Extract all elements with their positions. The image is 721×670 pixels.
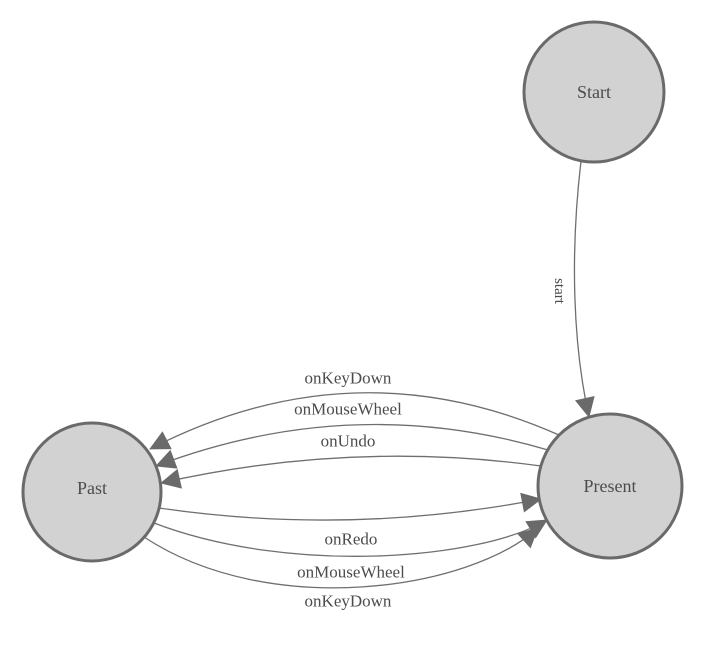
- edge-present-past-onundo[interactable]: [160, 455, 542, 489]
- state-node-start[interactable]: Start: [522, 20, 666, 164]
- edges-layer: [143, 160, 595, 589]
- edge-label-start: start: [551, 278, 567, 305]
- state-circle-past[interactable]: [21, 421, 163, 563]
- nodes-layer: Start Present Past: [21, 20, 684, 563]
- edge-labels-layer: start onKeyDown onMouseWheel onUndo onRe…: [291, 275, 571, 614]
- state-circle-start[interactable]: [522, 20, 666, 164]
- edge-label-onmousewheel-bottom: onMouseWheel: [297, 563, 405, 582]
- state-circle-present[interactable]: [536, 412, 684, 560]
- state-label-past: Past: [77, 478, 107, 498]
- edge-label-onkeydown-bottom: onKeyDown: [305, 592, 392, 611]
- edge-past-present-onredo[interactable]: [158, 492, 542, 521]
- edge-label-onmousewheel-top: onMouseWheel: [294, 400, 402, 419]
- edge-label-onredo: onRedo: [325, 530, 378, 549]
- edge-present-past-onmousewheel[interactable]: [155, 423, 549, 469]
- state-node-past[interactable]: Past: [21, 421, 163, 563]
- edge-past-present-onkeydown[interactable]: [143, 527, 539, 589]
- edge-start-present[interactable]: [573, 160, 595, 418]
- state-node-present[interactable]: Present: [536, 412, 684, 560]
- edge-label-onkeydown-top: onKeyDown: [305, 369, 392, 388]
- edge-label-onundo: onUndo: [321, 432, 376, 451]
- state-label-present: Present: [584, 476, 637, 496]
- state-label-start: Start: [577, 82, 611, 102]
- edge-present-past-onkeydown[interactable]: [149, 392, 560, 450]
- edge-past-present-onmousewheel[interactable]: [153, 519, 548, 557]
